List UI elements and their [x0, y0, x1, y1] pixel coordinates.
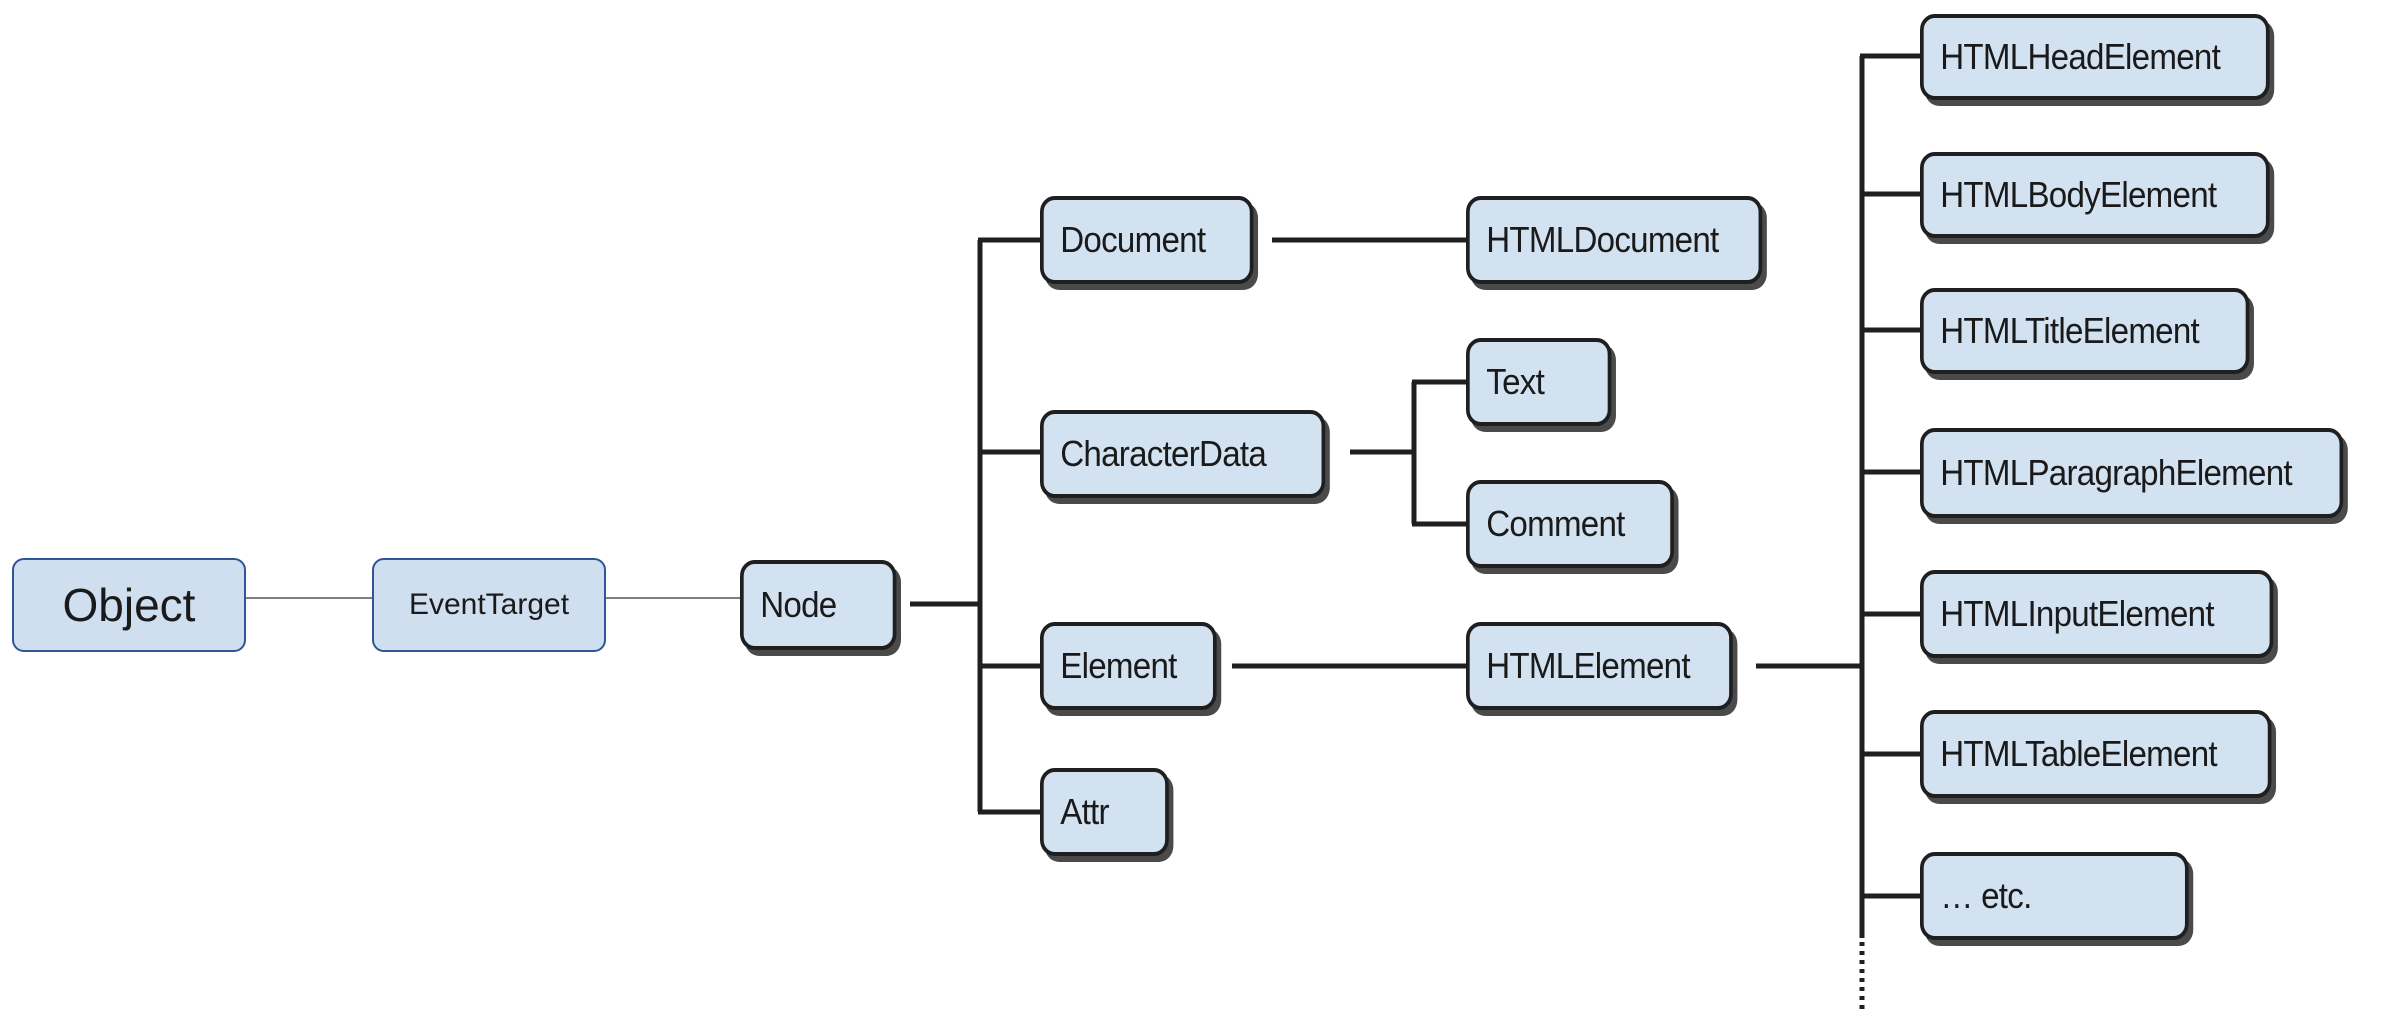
node-etc-label: … etc.: [1940, 875, 2032, 916]
node-element-label: Element: [1060, 645, 1177, 686]
node-eventtarget-label: EventTarget: [408, 588, 570, 621]
node-htmltableelement-label: HTMLTableElement: [1940, 733, 2217, 774]
node-htmldocument: HTMLDocument: [1466, 196, 1763, 284]
node-document: Document: [1040, 196, 1254, 284]
node-object: Object: [12, 558, 246, 652]
node-htmlelement: HTMLElement: [1466, 622, 1733, 710]
node-htmldocument-label: HTMLDocument: [1486, 219, 1719, 260]
node-attr: Attr: [1040, 768, 1169, 856]
node-object-label: Object: [62, 579, 196, 631]
node-node: Node: [740, 560, 897, 650]
node-document-label: Document: [1060, 219, 1206, 260]
node-htmlinputelement: HTMLInputElement: [1920, 570, 2274, 658]
node-characterdata: CharacterData: [1040, 410, 1326, 498]
node-htmlelement-label: HTMLElement: [1486, 645, 1690, 686]
node-text: Text: [1466, 338, 1612, 426]
node-characterdata-label: CharacterData: [1060, 433, 1267, 474]
node-htmlinputelement-label: HTMLInputElement: [1940, 593, 2214, 634]
node-comment: Comment: [1466, 480, 1674, 568]
node-htmlheadelement: HTMLHeadElement: [1920, 14, 2270, 100]
node-attr-label: Attr: [1060, 791, 1109, 832]
node-htmlbodyelement-label: HTMLBodyElement: [1940, 174, 2217, 215]
node-htmltitleelement-label: HTMLTitleElement: [1940, 310, 2200, 351]
node-eventtarget: EventTarget: [372, 558, 606, 652]
node-node-label: Node: [760, 584, 837, 625]
node-element: Element: [1040, 622, 1217, 710]
node-comment-label: Comment: [1486, 503, 1625, 544]
node-htmlparagraphelement: HTMLParagraphElement: [1920, 428, 2344, 518]
node-etc: … etc.: [1920, 852, 2189, 940]
node-htmlparagraphelement-label: HTMLParagraphElement: [1940, 452, 2292, 493]
node-text-label: Text: [1486, 361, 1545, 402]
node-htmltitleelement: HTMLTitleElement: [1920, 288, 2250, 374]
node-htmltableelement: HTMLTableElement: [1920, 710, 2272, 798]
node-htmlheadelement-label: HTMLHeadElement: [1940, 36, 2221, 77]
node-htmlbodyelement: HTMLBodyElement: [1920, 152, 2270, 238]
